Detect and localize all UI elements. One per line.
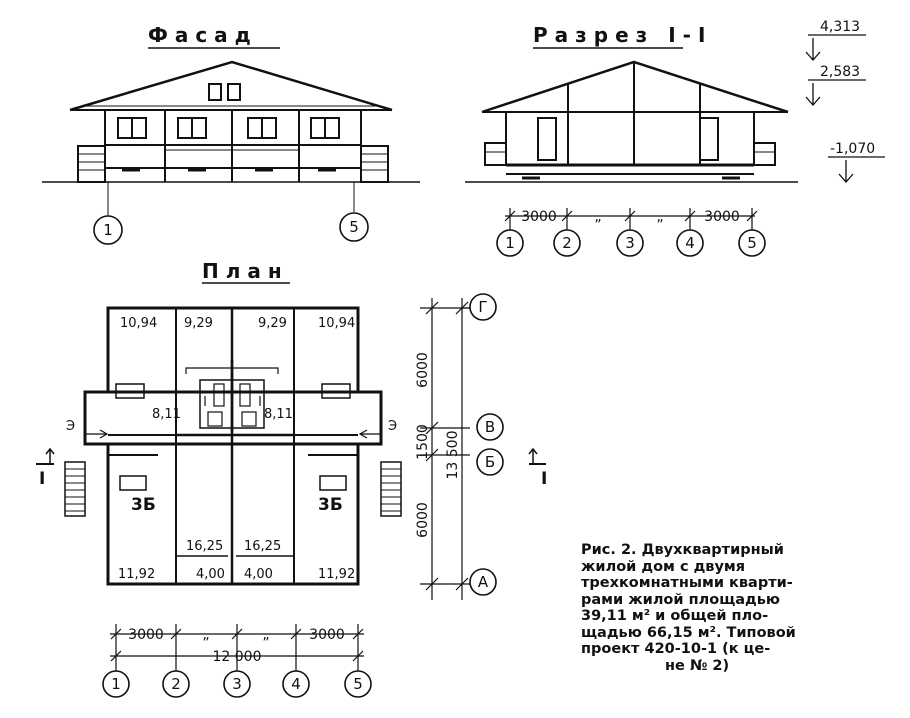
plan-bottom-total: 12 000 bbox=[213, 649, 262, 665]
section-dim-2: „ bbox=[594, 209, 601, 225]
room-area: 4,00 bbox=[244, 567, 273, 582]
elevation-mark-ground: -1,070 bbox=[830, 141, 875, 157]
plan-bottom-dim: „ bbox=[262, 627, 269, 643]
title-underlines bbox=[148, 47, 683, 284]
plan-vertical-dim: 6000 bbox=[415, 352, 431, 388]
entrance-label-left: Э bbox=[66, 419, 75, 434]
caption-line: щадью 66,15 м². Типовой bbox=[581, 624, 796, 641]
facade-elevation bbox=[42, 60, 420, 216]
room-area: 8,11 bbox=[152, 407, 181, 422]
plan-bottom-dim: „ bbox=[202, 627, 209, 643]
caption-line: рами жилой площадью bbox=[581, 591, 780, 608]
room-area: 10,94 bbox=[318, 316, 355, 331]
section-axis-4: 4 bbox=[685, 234, 695, 252]
section-cut bbox=[465, 60, 798, 183]
section-dim-4: 3000 bbox=[704, 209, 740, 225]
section-axis-3: 3 bbox=[625, 234, 635, 252]
section-axis-1: 1 bbox=[505, 234, 515, 252]
room-area: 16,25 bbox=[186, 539, 223, 554]
room-area: 10,94 bbox=[120, 316, 157, 331]
plan-bottom-dim: 3000 bbox=[309, 627, 345, 643]
apartment-label: 3Б bbox=[131, 495, 156, 515]
floor-plan bbox=[36, 306, 546, 586]
section-title: Разрез І-І bbox=[533, 23, 712, 47]
elevation-mark-middle: 2,583 bbox=[820, 64, 860, 80]
plan-horizontal-dimensions bbox=[110, 624, 364, 678]
caption-line: не № 2) bbox=[665, 657, 730, 674]
caption-line: жилой дом с двумя bbox=[581, 558, 746, 575]
axis-bubbles bbox=[93, 212, 766, 698]
plan-axis-row: Б bbox=[485, 453, 495, 471]
plan-axis-row: Г bbox=[478, 298, 487, 316]
plan-axis-row: В bbox=[485, 418, 495, 436]
caption-line: 39,11 м² и общей пло- bbox=[581, 608, 769, 624]
plan-axis-col: 5 bbox=[353, 675, 363, 693]
room-area: 8,11 bbox=[264, 407, 293, 422]
facade-axis-1: 1 bbox=[103, 221, 113, 239]
plan-axis-col: 3 bbox=[232, 675, 242, 693]
room-area: 9,29 bbox=[258, 316, 287, 331]
elevation-marks bbox=[805, 34, 885, 183]
section-axis-2: 2 bbox=[562, 234, 572, 252]
facade-title: Фасад bbox=[148, 23, 258, 47]
plan-axis-col: 2 bbox=[171, 675, 181, 693]
room-area: 11,92 bbox=[118, 567, 155, 582]
cut-mark-left: І bbox=[39, 469, 45, 489]
room-area: 4,00 bbox=[196, 567, 225, 582]
figure-caption: Рис. 2. Двухквартирный жилой дом с двумя… bbox=[581, 542, 899, 674]
section-dim-3: „ bbox=[656, 209, 663, 225]
caption-line: Рис. 2. Двухквартирный bbox=[581, 542, 784, 558]
plan-vertical-total: 13 500 bbox=[445, 431, 461, 480]
plan-bottom-dim: 3000 bbox=[128, 627, 164, 643]
plan-vertical-dim: 1500 bbox=[415, 424, 431, 460]
plan-axis-col: 4 bbox=[291, 675, 301, 693]
plan-axis-row: А bbox=[478, 573, 489, 591]
caption-line: трехкомнатными кварти- bbox=[581, 575, 793, 591]
room-area: 16,25 bbox=[244, 539, 281, 554]
room-area: 9,29 bbox=[184, 316, 213, 331]
plan-title: План bbox=[202, 259, 289, 283]
entrance-label-right: Э bbox=[388, 419, 397, 434]
apartment-label: 3Б bbox=[318, 495, 343, 515]
plan-vertical-dim: 6000 bbox=[415, 502, 431, 538]
facade-axis-5: 5 bbox=[349, 218, 359, 236]
room-area: 11,92 bbox=[318, 567, 355, 582]
elevation-mark-top: 4,313 bbox=[820, 19, 860, 35]
cut-mark-right: І bbox=[541, 469, 547, 489]
caption-line: проект 420-10-1 (к це- bbox=[581, 641, 771, 657]
plan-axis-col: 1 bbox=[111, 675, 121, 693]
section-dim-1: 3000 bbox=[521, 209, 557, 225]
plan-vertical-dimensions bbox=[420, 298, 470, 600]
section-axis-5: 5 bbox=[747, 234, 757, 252]
